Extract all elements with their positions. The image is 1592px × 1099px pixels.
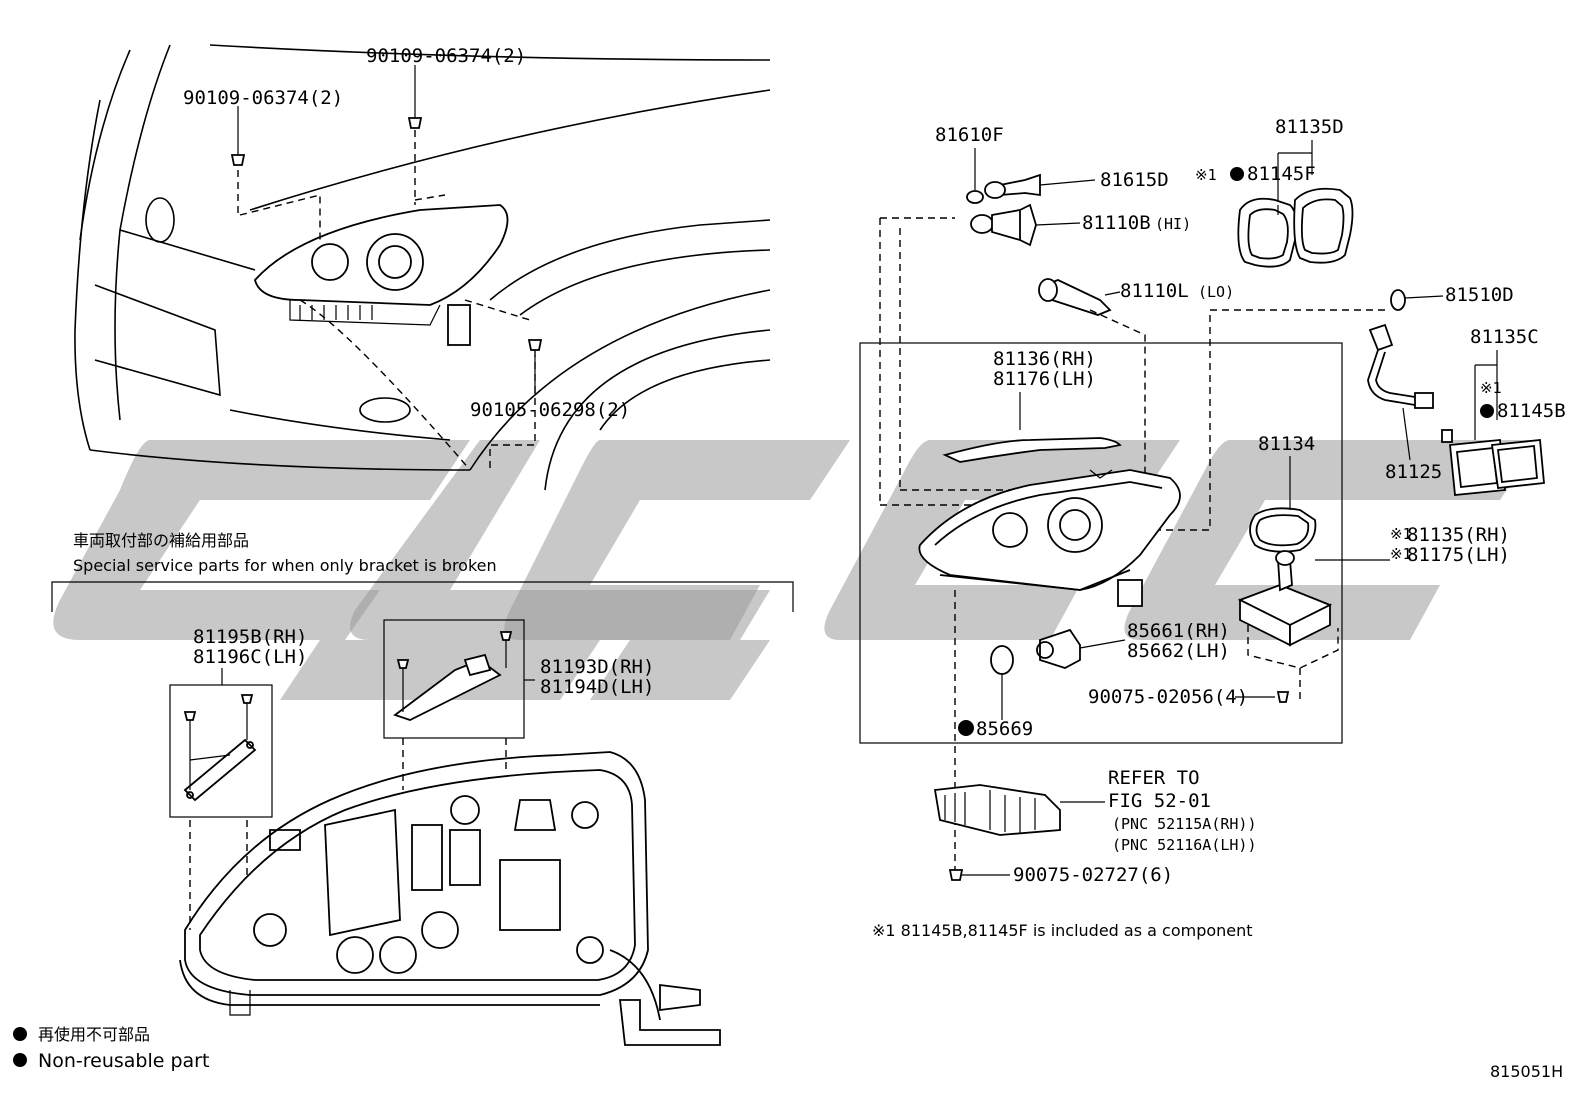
refer-line2: FIG 52-01 [1108,790,1211,812]
label-81194D: 81194D(LH) [540,676,654,698]
label-90109-06374-b: 90109-06374(2) [366,45,526,67]
refer-line3: (PNC 52115A(RH)) [1112,815,1257,833]
bulb-81110B [970,203,1037,247]
socket-85661 [1036,628,1081,669]
bracket-81195B-box [169,684,273,818]
bulb-81510D [1390,289,1406,311]
label-81110L: 81110L [1120,280,1189,302]
headlamp-assembly-box [859,342,1343,744]
label-81196C: 81196C(LH) [193,646,307,668]
bolt-icon [230,140,246,166]
bracket-section-title-jp: 車両取付部の補給用部品 [73,531,249,550]
label-81193D: 81193D(RH) [540,656,654,678]
non-reusable-dot-icon [13,1027,27,1041]
legend-jp: 再使用不可部品 [38,1025,150,1044]
non-reusable-dot-icon [1230,167,1244,181]
headlamp-unit [918,437,1181,607]
socket-81125 [1367,323,1434,409]
bracket-81193D-box [383,619,525,739]
bolt-icon [527,339,543,351]
non-reusable-dot-icon [1480,404,1494,418]
bracket-refer [933,784,1061,836]
label-81176: 81176(LH) [993,368,1096,390]
o-ring-85669 [990,645,1014,675]
label-90105-06298: 90105-06298(2) [470,399,630,421]
label-81135C: 81135C [1470,326,1539,348]
diagram-id: 815051H [1490,1062,1563,1081]
label-90075-02727: 90075-02727(6) [1013,864,1173,886]
non-reusable-dot-icon [958,720,974,736]
bulb-81110L [1038,278,1112,316]
bracket-section-title-en: Special service parts for when only brac… [73,556,497,575]
mark-81175LH: ※1 [1390,545,1412,563]
label-81110B-suffix: (HI) [1155,215,1191,233]
bolt-icon [948,869,964,881]
label-85669: 85669 [976,718,1033,740]
gasket-81134 [1249,507,1317,553]
label-81510D: 81510D [1445,284,1514,306]
legend: 再使用不可部品 Non-reusable part [13,1025,209,1072]
label-90075-02056: 90075-02056(4) [1088,686,1248,708]
label-81175LH: 81175(LH) [1407,544,1510,566]
watermark-logo [53,440,1540,700]
bolt-icon [1276,691,1290,703]
label-90109-06374-a: 90109-06374(2) [183,87,343,109]
label-81145F: 81145F [1247,163,1316,185]
bracket-81193D-part [393,631,513,721]
bracket-81195B-part [183,694,257,802]
label-81610F: 81610F [935,124,1004,146]
bulb-81615D [984,173,1041,199]
non-reusable-dot-icon [13,1053,27,1067]
mark-81145F: ※1 [1195,166,1217,184]
ballast-81135 [1237,550,1333,647]
cover-81135C [1441,429,1545,496]
label-85661: 85661(RH) [1127,620,1230,642]
label-81136: 81136(RH) [993,348,1096,370]
label-81145B: 81145B [1497,400,1566,422]
footnote: ※1 81145B,81145F is included as a compon… [872,921,1253,940]
bolt-icon [407,100,423,129]
bulb-81610F [966,190,984,204]
refer-line1: REFER TO [1108,767,1200,789]
car-front-illustration [74,44,771,491]
label-81615D: 81615D [1100,169,1169,191]
label-85662: 85662(LH) [1127,640,1230,662]
label-81125: 81125 [1385,461,1442,483]
cover-81135D [1237,187,1354,268]
label-81134: 81134 [1258,433,1315,455]
headlamp-rear-view [179,751,721,1046]
label-81135D: 81135D [1275,116,1344,138]
bracket-section-frame [51,581,794,612]
legend-en: Non-reusable part [38,1050,209,1072]
refer-line4: (PNC 52116A(LH)) [1112,836,1257,854]
mark-81135RH: ※1 [1390,525,1412,543]
label-81110B: 81110B [1082,212,1151,234]
mark-81145B: ※1 [1480,379,1502,397]
label-81135RH: 81135(RH) [1407,524,1510,546]
label-81110L-suffix: (LO) [1198,283,1234,301]
label-81195B: 81195B(RH) [193,626,307,648]
